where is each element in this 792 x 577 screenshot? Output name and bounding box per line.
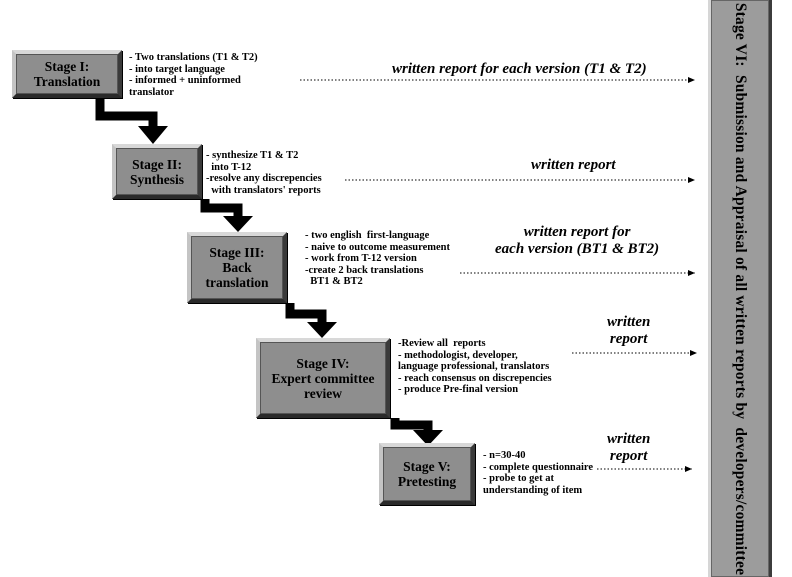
note-line: -resolve any discrepencies	[206, 173, 322, 184]
report-line-text: written	[607, 314, 651, 330]
note-line: BT1 & BT2	[305, 276, 363, 287]
stage-2-notes: - synthesize T1 & T2 into T-12 -resolve …	[206, 150, 322, 196]
stage-2-line-1: Stage II:	[132, 156, 182, 172]
stage-6-label: Stage VI: Submission and Appraisal of al…	[732, 2, 749, 575]
stage-3-report: written report for each version (BT1 & B…	[495, 224, 659, 258]
stage-4-notes: -Review all reports - methodologist, dev…	[398, 338, 552, 396]
stage-1-notes: - Two translations (T1 & T2) - into targ…	[129, 52, 258, 98]
note-line: understanding of item	[483, 484, 583, 496]
note-line: - into target language	[129, 63, 225, 75]
stage-5-notes: - n=30-40 - complete questionnaire - pro…	[483, 450, 593, 496]
note-line: - probe to get at	[483, 473, 554, 484]
report-line-text: written report	[531, 157, 616, 173]
stage-1-report: written report for each version (T1 & T2…	[392, 61, 647, 78]
stage-3-line-3: translation	[205, 275, 269, 290]
stage-6-sidebar: Stage VI: Submission and Appraisal of al…	[708, 0, 772, 577]
stage-4-box: Stage IV: Expert committee review	[256, 338, 390, 418]
report-line-text: written report for each version (T1 & T2…	[392, 61, 647, 77]
note-line: -Review all reports	[398, 338, 486, 349]
stage-arrow-4-5	[390, 418, 443, 446]
report-line-text: report	[609, 331, 648, 347]
note-line: into T-12	[206, 161, 252, 173]
stage-arrow-2-3	[200, 199, 253, 232]
note-line: - methodologist, developer,	[398, 349, 518, 361]
note-line: language professional, translators	[398, 361, 550, 372]
stage-arrow-3-4	[285, 303, 337, 338]
note-line: - work from T-12 version	[305, 253, 417, 264]
report-line-text: each version (BT1 & BT2)	[495, 241, 660, 257]
note-line: - two english first-language	[305, 230, 430, 241]
stage-4-line-3: review	[304, 385, 342, 401]
note-line: - naive to outcome measurement	[305, 241, 451, 253]
report-line-text: written	[607, 431, 651, 447]
stage-2-report: written report	[531, 157, 616, 174]
note-line: - informed + uninformed	[129, 75, 241, 86]
stage-1-line-2: Translation	[33, 74, 101, 89]
stage-3-line-1: Stage III:	[209, 245, 265, 260]
stage-2-box: Stage II: Synthesis	[112, 144, 202, 199]
stage-2-line-2: Synthesis	[129, 171, 185, 187]
report-line-text: report	[609, 448, 648, 464]
stage-5-line-2: Pretesting	[397, 474, 457, 489]
stage-3-line-2: Back	[222, 260, 252, 275]
stage-1-box: Stage I: Translation	[12, 50, 122, 98]
note-line: - synthesize T1 & T2	[206, 150, 299, 161]
report-line-text: written report for	[523, 224, 631, 240]
note-line: - Two translations (T1 & T2)	[129, 52, 258, 63]
note-line: translator	[129, 86, 174, 98]
stage-5-box: Stage V: Pretesting	[379, 443, 475, 505]
note-line: - reach consensus on discrepencies	[398, 372, 552, 384]
note-line: -create 2 back translations	[305, 264, 424, 276]
stage-1-line-1: Stage I:	[44, 59, 90, 74]
stage-3-notes: - two english first-language - naive to …	[305, 230, 450, 288]
stage-arrow-1-2	[95, 98, 168, 144]
note-line: - complete questionnaire	[483, 461, 594, 473]
note-line: - n=30-40	[483, 450, 526, 461]
stage-4-line-1: Stage IV:	[296, 355, 350, 371]
stage-5-line-1: Stage V:	[403, 459, 451, 474]
stage-3-box: Stage III: Back translation	[187, 232, 287, 303]
stage-5-report: written report	[607, 431, 650, 465]
note-line: - produce Pre-final version	[398, 384, 519, 395]
stage-4-report: written report	[607, 314, 650, 348]
note-line: with translators' reports	[206, 184, 321, 196]
stage-4-line-2: Expert committee	[271, 370, 375, 386]
